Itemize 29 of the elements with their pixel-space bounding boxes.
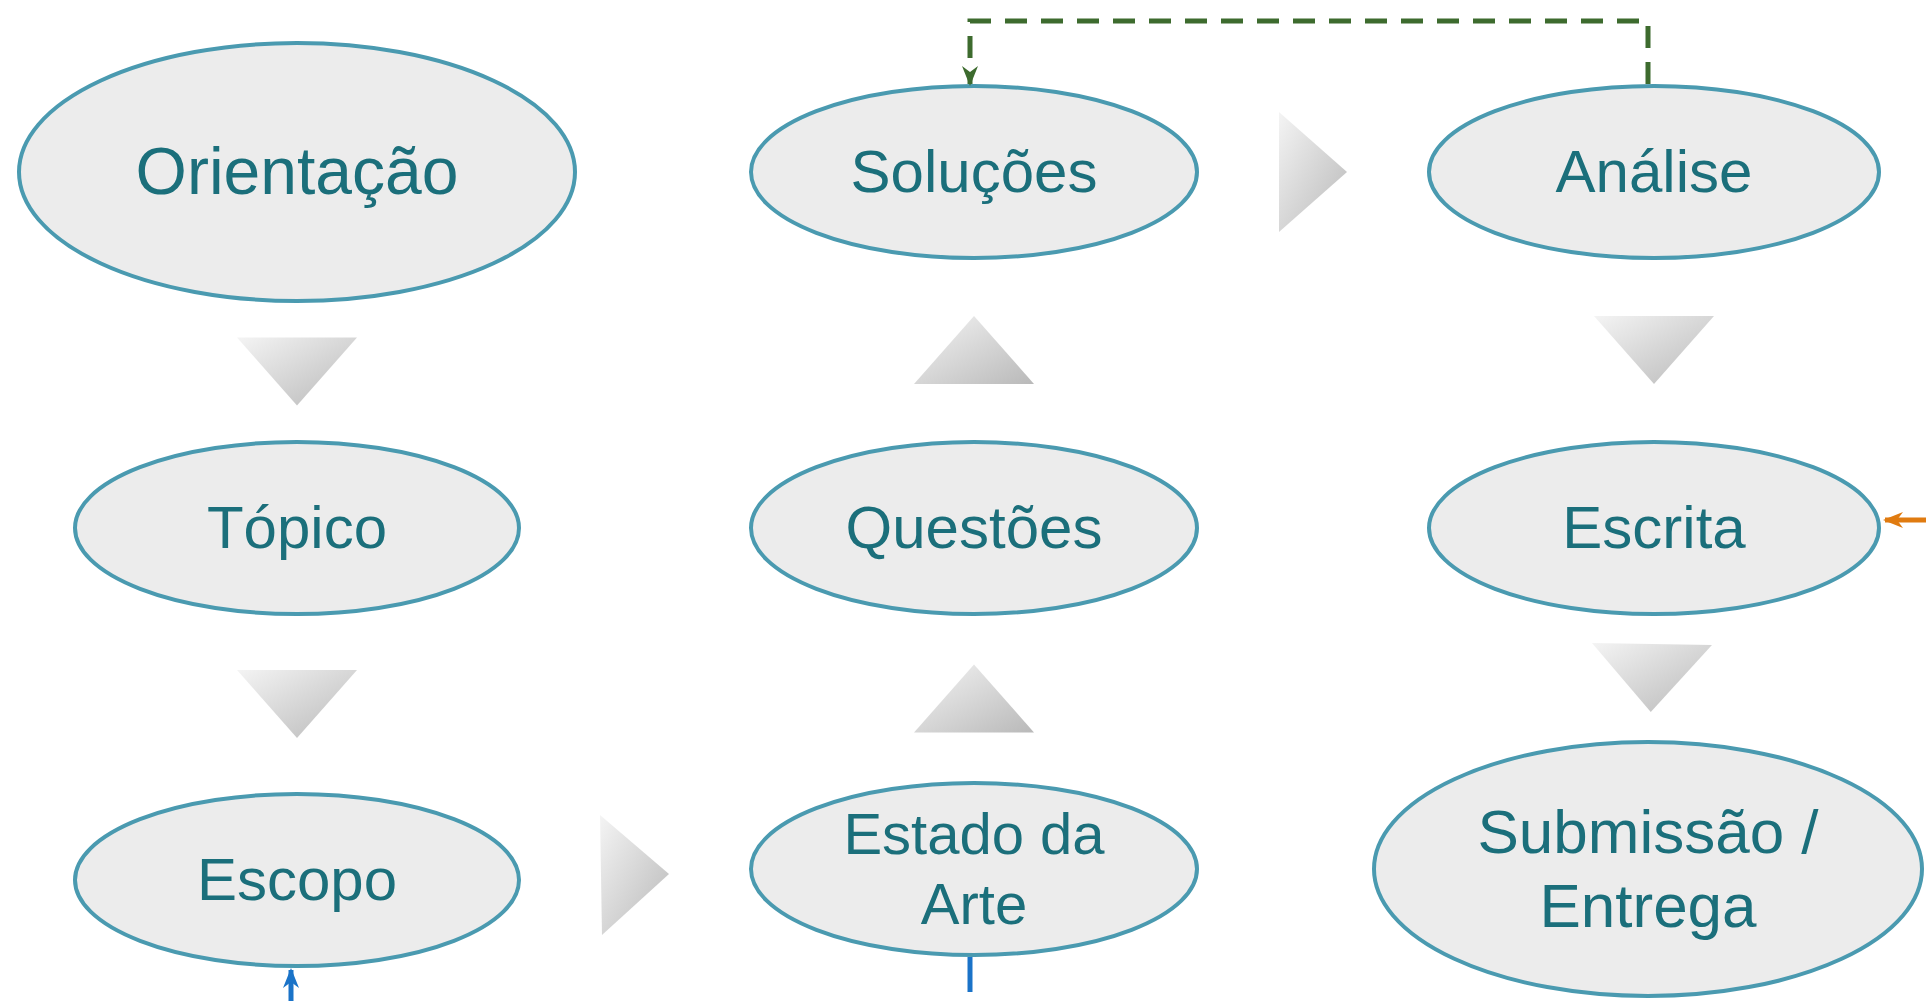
triangle-arrow [914,316,1034,384]
process-ellipse [749,84,1199,260]
connector-arrow [283,968,299,1001]
node-label: Orientação [135,133,459,211]
process-ellipse [73,792,521,968]
process-ellipse [1427,84,1881,260]
node-label: Tópico [206,493,388,563]
triangle-arrow [237,337,357,406]
process-ellipse [1427,440,1881,616]
triangle-arrow [1591,642,1712,712]
node-label: Soluções [850,137,1098,207]
process-ellipse [1372,740,1924,998]
node-label: Estado da Arte [842,800,1106,938]
node-label: Escrita [1562,493,1746,563]
process-ellipse [17,41,577,303]
node-label: Submissão / Entrega [1476,795,1820,942]
triangle-arrow [600,815,669,936]
triangle-arrow [237,670,357,738]
process-ellipse [73,440,521,616]
node-label: Análise [1555,137,1753,207]
node-label: Questões [845,493,1103,563]
connector-arrow [1883,512,1926,528]
process-ellipse [749,781,1199,957]
node-label: Escopo [196,845,398,915]
process-ellipse [749,440,1199,616]
triangle-arrow [1594,316,1714,384]
triangle-arrow [914,664,1034,733]
triangle-arrow [1279,112,1347,232]
connector-arrow [962,18,1651,86]
